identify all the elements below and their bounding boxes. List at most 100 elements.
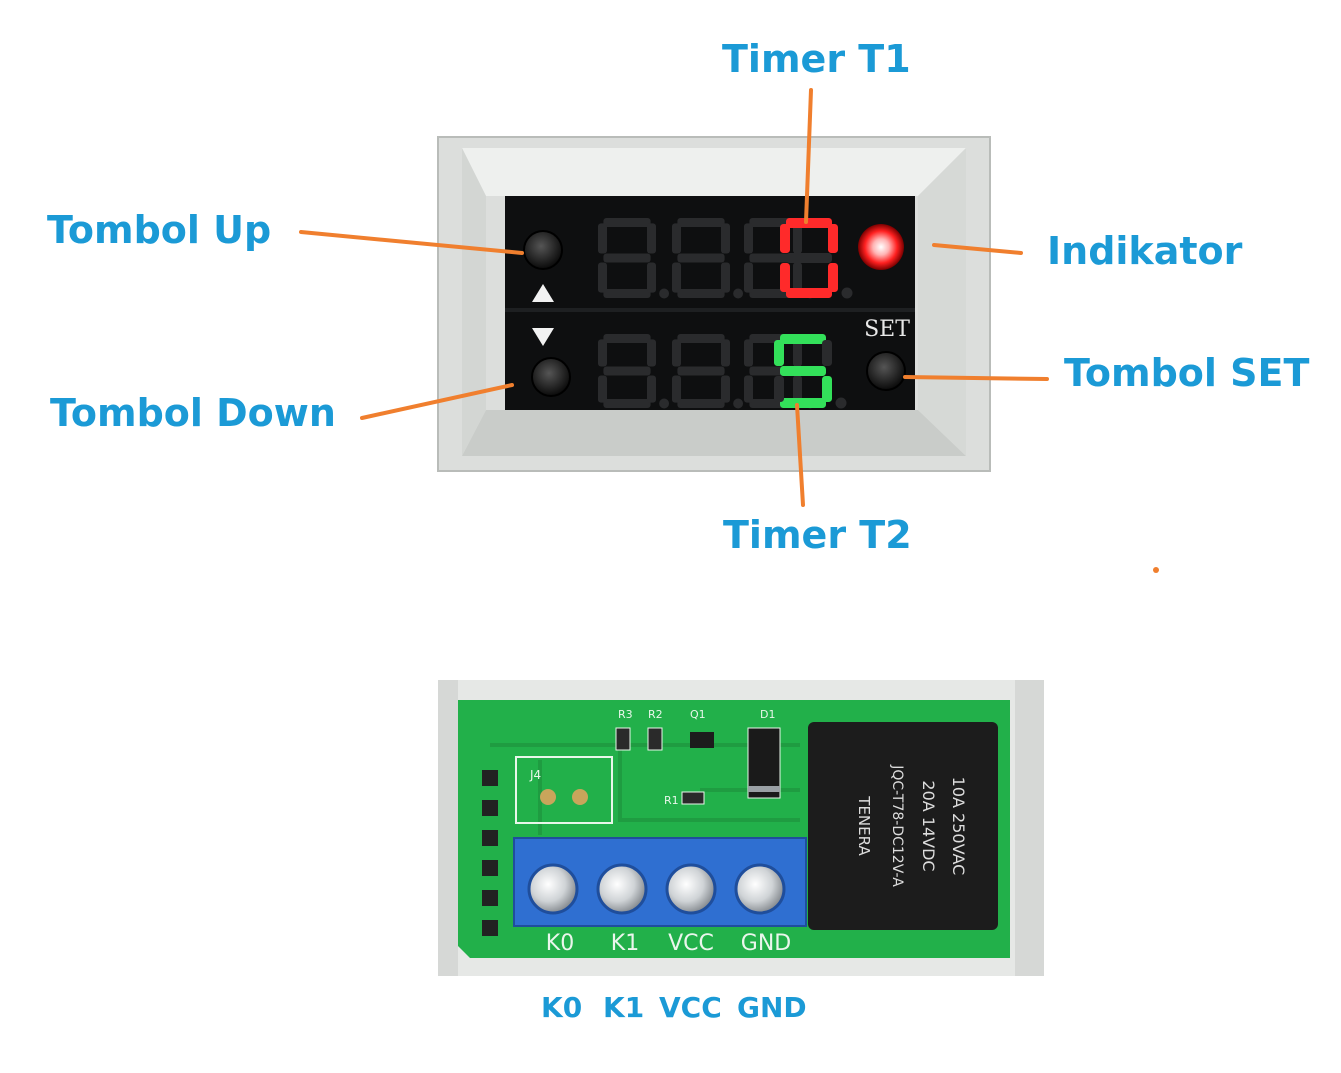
terminal-screw-k1 (596, 863, 648, 915)
line-timer-t2 (795, 403, 805, 507)
t1-digit-4-seg-g (786, 253, 832, 263)
t1-digit-4-seg-c (828, 263, 838, 292)
t2-digit-1-seg-b (647, 339, 656, 367)
t2-digit-2-dp (733, 398, 744, 409)
label-timer-t2: Timer T2 (723, 513, 912, 557)
indicator-led (858, 224, 904, 270)
up-button[interactable] (523, 230, 563, 270)
t2-digit-2-seg-c (721, 375, 730, 403)
t2-digit-1-seg-e (598, 375, 607, 403)
r3-resistor (615, 727, 631, 751)
t1-digit-2-seg-f (672, 223, 681, 254)
bezel-bevel-bottom (462, 410, 966, 456)
t1-digit-2-seg-a (677, 218, 725, 227)
label-tombol-down: Tombol Down (50, 391, 336, 435)
t2-digit-3-seg-c (793, 375, 802, 403)
t1-digit-2-dp (733, 288, 744, 299)
bezel-bevel-top (462, 148, 966, 196)
t2-digit-4-seg-f (774, 340, 784, 366)
timer-t1-display (598, 218, 853, 299)
t1-digit-4-seg-b (828, 224, 838, 253)
t2-digit-3-seg-b (793, 339, 802, 367)
pcb-module: J4 R3 R2 Q1 D1 R1 10A 250VAC 20A 14VDC J… (438, 680, 1044, 976)
t2-digit-2-seg-f (672, 339, 681, 367)
t2-digit-4-seg-b (822, 340, 832, 366)
set-button[interactable] (866, 351, 906, 391)
t1-digit-2-seg-e (672, 262, 681, 293)
silk-k1: K1 (611, 931, 639, 956)
d1-band (748, 786, 780, 792)
left-header-pins (482, 770, 498, 936)
d1-label: D1 (760, 708, 775, 721)
t2-digit-2-seg-g (677, 366, 725, 376)
t1-digit-3-seg-f (744, 223, 753, 254)
j4-outline (515, 756, 613, 824)
t2-digit-1-seg-c (647, 375, 656, 403)
silk-gnd: GND (741, 931, 791, 956)
housing-left-edge (438, 680, 458, 976)
terminal-screw-gnd (734, 863, 786, 915)
relay-text: 10A 250VAC 20A 14VDC JQC-T78-DC12V-A TEN… (855, 764, 968, 887)
t1-digit-3-seg-g (749, 253, 797, 263)
t2-digit-1-seg-g (603, 366, 651, 376)
label-tombol-set: Tombol SET (1064, 351, 1310, 395)
j4-pad-2 (572, 789, 588, 805)
line-tombol-set (903, 375, 1049, 381)
t2-digit-3-seg-e (744, 375, 753, 403)
terminal-screw-vcc (665, 863, 717, 915)
t2-digit-4-dp (835, 397, 847, 409)
terminal-label-gnd: GND (737, 991, 807, 1024)
t1-digit-4-seg-f (780, 224, 790, 253)
t2-digit-2-seg-a (677, 334, 725, 343)
t1-digit-3-seg-b (793, 223, 802, 254)
stray-dot (1153, 567, 1159, 573)
display-module: SET (437, 136, 991, 472)
t2-digit-2-seg-e (672, 375, 681, 403)
t2-digit-1-seg-a (603, 334, 651, 343)
t1-digit-4-dp (841, 287, 853, 299)
t1-digit-1-seg-g (603, 253, 651, 263)
t2-digit-4-seg-g (780, 366, 826, 376)
label-timer-t1: Timer T1 (722, 37, 911, 81)
down-arrow-icon (532, 328, 554, 346)
t1-digit-1-dp (659, 288, 670, 299)
t1-digit-2-seg-g (677, 253, 725, 263)
j4-pad-1 (540, 789, 556, 805)
line-tombol-up (299, 230, 524, 255)
t1-digit-4-seg-d (786, 288, 832, 298)
r2-resistor (647, 727, 663, 751)
terminal-label-vcc: VCC (659, 991, 722, 1024)
svg-text:TENERA: TENERA (855, 795, 873, 856)
r2-label: R2 (648, 708, 663, 721)
t1-digit-4-seg-a (786, 218, 832, 228)
terminal-label-k1: K1 (603, 991, 645, 1024)
t1-digit-2-seg-c (721, 262, 730, 293)
label-indikator: Indikator (1047, 229, 1243, 273)
silk-vcc: VCC (668, 931, 714, 956)
t2-digit-4-seg-d (780, 398, 826, 408)
r1-label: R1 (664, 794, 679, 807)
t2-digit-1-seg-f (598, 339, 607, 367)
t1-digit-3-seg-c (793, 262, 802, 293)
pcb-traces (490, 743, 800, 835)
terminal-label-k0: K0 (541, 991, 583, 1024)
set-text: SET (864, 317, 910, 342)
housing-right-edge (1015, 680, 1044, 976)
silk-k0: K0 (546, 931, 574, 956)
t2-digit-4-seg-c (822, 376, 832, 402)
t2-digit-1-seg-d (603, 399, 651, 408)
t1-digit-4-seg-e (780, 263, 790, 292)
t2-digit-2-seg-b (721, 339, 730, 367)
t2-digit-3-seg-f (744, 339, 753, 367)
j4-label: J4 (529, 768, 541, 782)
r1-resistor (681, 791, 705, 805)
up-arrow-icon (532, 284, 554, 302)
t1-digit-2-seg-d (677, 289, 725, 298)
t2-digit-4-seg-a (780, 334, 826, 344)
line-indikator (932, 243, 1023, 255)
down-button[interactable] (531, 357, 571, 397)
relay (808, 722, 998, 930)
line-timer-t1 (804, 88, 813, 224)
line-tombol-down (360, 383, 514, 420)
